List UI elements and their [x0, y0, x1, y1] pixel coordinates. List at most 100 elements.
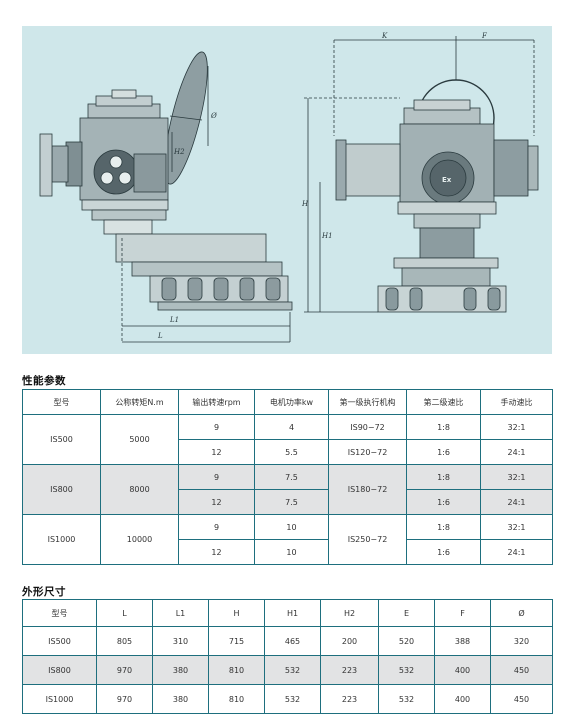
table-cell: 200	[320, 626, 379, 656]
table-row: 12 7.5 1:6 24:1	[23, 489, 553, 515]
table-row: IS1000 10000 9 10 IS250−72 1:8 32:1	[22, 514, 553, 565]
table-cell: 380	[152, 684, 209, 714]
dim-label-h2: H2	[173, 148, 185, 156]
col-header: 型号	[22, 599, 97, 627]
col-header: 第一级执行机构	[328, 389, 407, 415]
table-row: IS500 5000 9 4 IS90−72 1:8 32:1	[22, 414, 553, 465]
col-header: E	[378, 599, 435, 627]
torque-cell: 5000	[100, 414, 179, 465]
table-row: IS500 805 310 715 465 200 520 388 320	[22, 626, 553, 656]
table-cell: 223	[320, 655, 379, 685]
power-cell: 7.5	[254, 464, 329, 490]
gearbox-left	[115, 233, 267, 263]
table-cell: 450	[490, 655, 553, 685]
col-header: H2	[320, 599, 379, 627]
first-stage-cell: IS120−72	[328, 439, 407, 465]
power-cell: 10	[254, 539, 329, 565]
table-cell: 400	[434, 684, 491, 714]
table-cell: 715	[208, 626, 265, 656]
speed-cell: 9	[178, 414, 255, 440]
performance-table: 型号 公称转矩N.m 输出转速rpm 电机功率kw 第一级执行机构 第二级速比 …	[22, 389, 553, 565]
col-header: 公称转矩N.m	[100, 389, 179, 415]
ratio2-cell: 1:6	[406, 439, 481, 465]
table-cell: 970	[96, 684, 153, 714]
table-row: IS1000 970 380 810 532 223 532 400 450	[22, 684, 553, 714]
col-header: Ø	[490, 599, 553, 627]
table-cell: 465	[264, 626, 321, 656]
table-cell: 400	[434, 655, 491, 685]
table-cell: IS500	[22, 626, 97, 656]
speed-cell: 9	[178, 514, 255, 540]
table-row: IS800 8000 9 7.5 IS180−72 1:8 32:1	[22, 464, 553, 515]
col-header: H	[208, 599, 265, 627]
torque-cell: 8000	[100, 464, 179, 515]
ratio2-cell: 1:8	[406, 414, 481, 440]
power-cell: 4	[254, 414, 329, 440]
dimensions-section-title: 外形尺寸	[22, 586, 66, 598]
torque-cell: 10000	[100, 514, 179, 565]
speed-cell: 12	[178, 489, 255, 515]
speed-cell: 9	[178, 464, 255, 490]
col-header: L1	[152, 599, 209, 627]
table-header-row: 型号 L L1 H H1 H2 E F Ø	[22, 599, 553, 627]
manual-ratio-cell: 24:1	[480, 539, 553, 565]
ratio2-cell: 1:6	[406, 539, 481, 565]
col-header: 手动速比	[480, 389, 553, 415]
model-cell: IS500	[22, 414, 101, 465]
model-cell: IS1000	[22, 514, 101, 565]
table-cell: IS1000	[22, 684, 97, 714]
table-cell: 532	[264, 684, 321, 714]
dim-label-l1: L1	[169, 316, 179, 324]
table-cell: IS800	[22, 655, 97, 685]
table-cell: 450	[490, 684, 553, 714]
dim-label-l: L	[157, 332, 163, 340]
speed-cell: 12	[178, 539, 255, 565]
first-stage-cell: IS180−72	[328, 464, 407, 515]
table-cell: 532	[378, 684, 435, 714]
table-cell: 310	[152, 626, 209, 656]
ratio2-cell: 1:6	[406, 489, 481, 515]
table-cell: 380	[152, 655, 209, 685]
manual-ratio-cell: 24:1	[480, 439, 553, 465]
table-cell: 970	[96, 655, 153, 685]
table-cell: 532	[264, 655, 321, 685]
table-cell: 532	[378, 655, 435, 685]
power-cell: 5.5	[254, 439, 329, 465]
manual-ratio-cell: 24:1	[480, 489, 553, 515]
col-header: L	[96, 599, 153, 627]
table-row: IS800 970 380 810 532 223 532 400 450	[22, 655, 553, 685]
col-header: 第二级速比	[406, 389, 481, 415]
table-cell: 320	[490, 626, 553, 656]
ex-marking: Ex	[442, 176, 452, 184]
manual-ratio-cell: 32:1	[480, 514, 553, 540]
first-stage-cell: IS250−72	[328, 514, 407, 565]
col-header: 电机功率kw	[254, 389, 329, 415]
table-row: 12 10 1:6 24:1	[23, 539, 553, 565]
actuator-drawing: K F L1 L H H1 H2 Ø Ex	[39, 32, 539, 343]
ratio2-cell: 1:8	[406, 464, 481, 490]
manual-ratio-cell: 32:1	[480, 414, 553, 440]
speed-cell: 12	[178, 439, 255, 465]
manual-ratio-cell: 32:1	[480, 464, 553, 490]
technical-drawing-panel: K F L1 L H H1 H2 Ø Ex	[22, 26, 552, 354]
power-cell: 7.5	[254, 489, 329, 515]
col-header: F	[434, 599, 491, 627]
model-cell: IS800	[22, 464, 101, 515]
ratio2-cell: 1:8	[406, 514, 481, 540]
table-cell: 805	[96, 626, 153, 656]
table-cell: 388	[434, 626, 491, 656]
table-cell: 810	[208, 655, 265, 685]
col-header: 输出转速rpm	[178, 389, 255, 415]
col-header: H1	[264, 599, 321, 627]
table-cell: 520	[378, 626, 435, 656]
dim-label-h: H	[301, 200, 309, 208]
table-cell: 810	[208, 684, 265, 714]
dim-label-diameter: Ø	[210, 112, 217, 120]
table-cell: 223	[320, 684, 379, 714]
dimensions-table: 型号 L L1 H H1 H2 E F Ø IS500 805 310 715 …	[22, 599, 553, 714]
first-stage-cell: IS90−72	[328, 414, 407, 440]
col-header: 型号	[22, 389, 101, 415]
power-cell: 10	[254, 514, 329, 540]
performance-section-title: 性能参数	[22, 375, 66, 387]
table-header-row: 型号 公称转矩N.m 输出转速rpm 电机功率kw 第一级执行机构 第二级速比 …	[22, 389, 553, 415]
